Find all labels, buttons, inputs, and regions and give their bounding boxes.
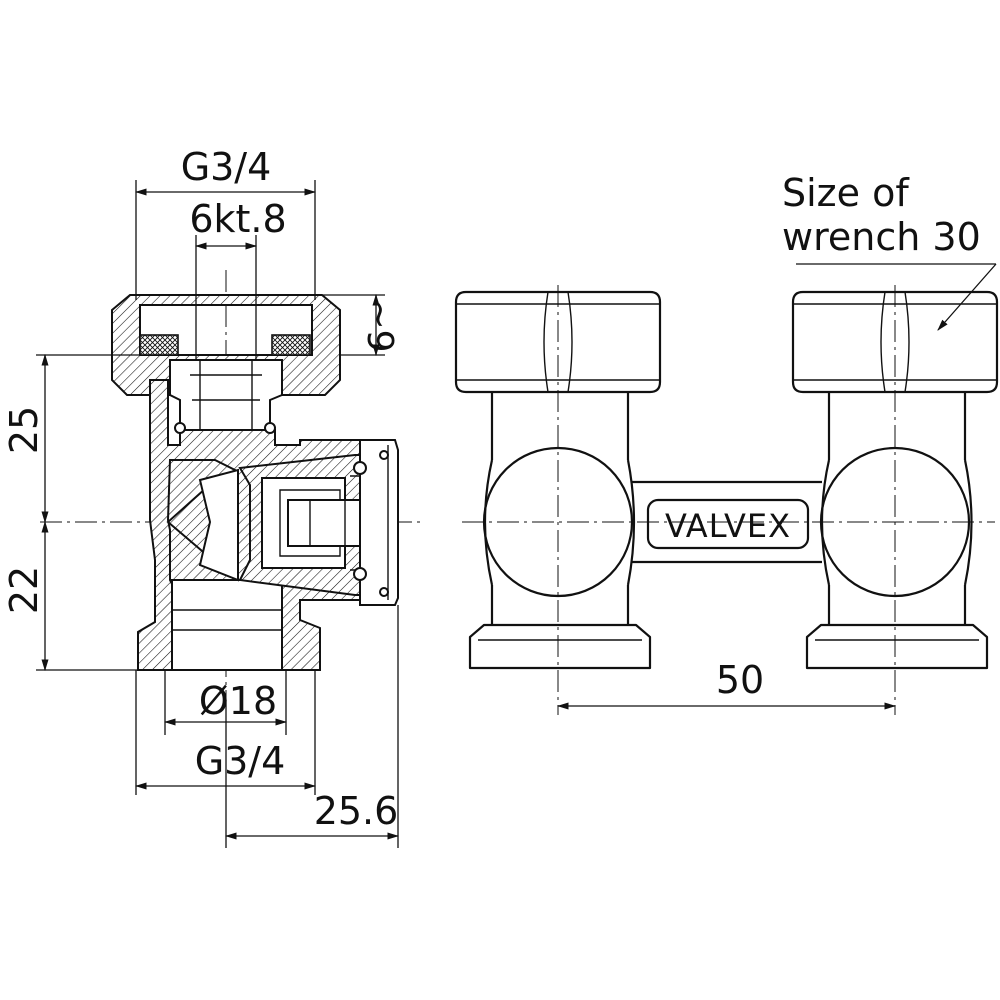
brand-plate — [646, 498, 810, 550]
dim-lower-height: 22 — [2, 566, 46, 614]
dim-upper-height: 25 — [2, 406, 46, 454]
bridge: VALVEX — [632, 480, 822, 564]
right-valve-unit — [791, 290, 999, 670]
right-bottom-nut — [805, 623, 989, 670]
wrench-note-line-1: Size of — [782, 171, 910, 215]
left-bottom-nut — [468, 623, 652, 670]
dim-bore-diameter: Ø18 — [199, 679, 277, 723]
dim-hex-size: 6kt.8 — [189, 197, 286, 241]
dim-depth: 25.6 — [314, 789, 399, 833]
left-valve-unit — [454, 290, 662, 670]
brand-label: VALVEX — [665, 507, 791, 545]
wrench-note-line-2: wrench 30 — [782, 215, 981, 259]
o-ring-bottom — [353, 567, 367, 581]
gasket-right — [271, 334, 311, 356]
dim-cap-height: ~9 — [359, 299, 400, 352]
o-ring-top — [353, 461, 367, 475]
dim-bottom-thread: G3/4 — [195, 739, 286, 783]
left-hex-nut — [454, 290, 662, 394]
gasket-left — [139, 334, 179, 356]
dim-spacing: 50 — [716, 658, 764, 702]
front-view: VALVEX Size of wrench 30 50 — [454, 171, 999, 715]
dim-top-thread: G3/4 — [181, 145, 272, 189]
section-view: G3/4 6kt.8 ~9 25 22 Ø18 G3/4 25.6 — [2, 145, 420, 848]
right-hex-nut — [791, 290, 999, 394]
